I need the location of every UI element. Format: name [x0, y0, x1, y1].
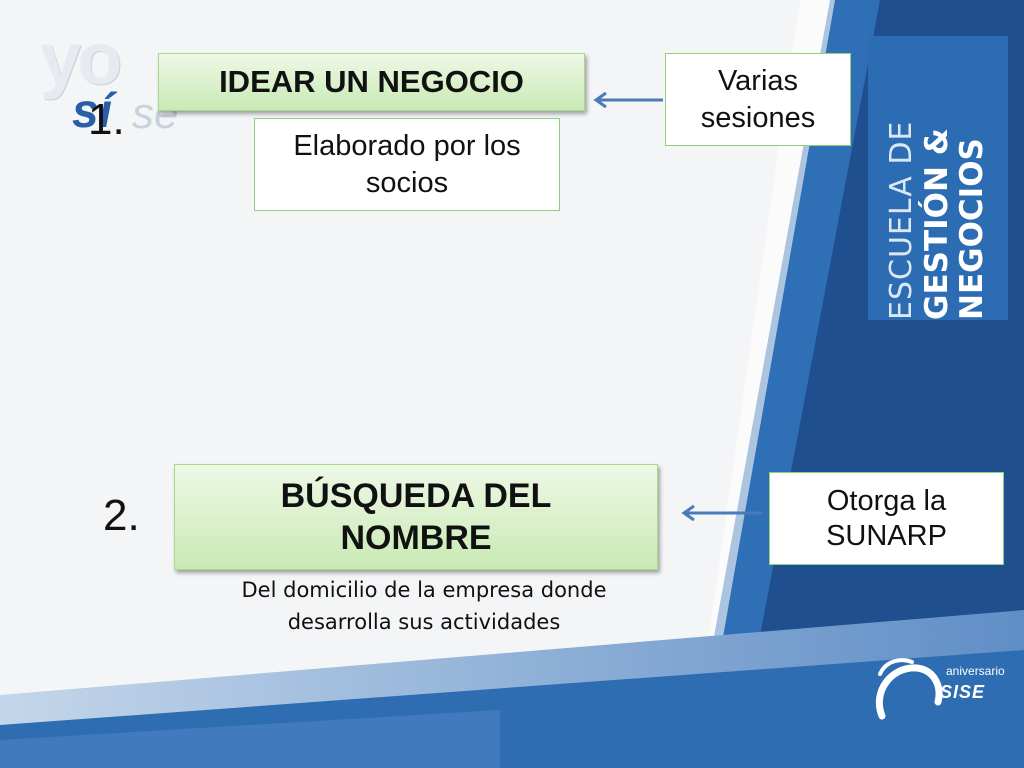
anniversary-logo-icon: [875, 658, 943, 720]
logo-yo: yo: [40, 17, 122, 100]
step-2-side-note-box: Otorga la SUNARP: [769, 472, 1004, 565]
step-2-number: 2.: [103, 491, 140, 540]
step-2-side-note: Otorga la SUNARP: [826, 484, 947, 552]
school-line-1: ESCUELA DE: [884, 120, 920, 320]
step-2-arrow-icon: [681, 504, 762, 522]
step-2-title: BÚSQUEDA DEL NOMBRE: [280, 476, 552, 558]
school-label: ESCUELA DE GESTIÓN & NEGOCIOS: [884, 36, 991, 320]
school-line-3: NEGOCIOS: [954, 138, 991, 320]
school-line-2: GESTIÓN &: [918, 128, 955, 320]
step-1-arrow-icon: [593, 91, 663, 109]
step-1-detail-box: Elaborado por los socios: [254, 118, 560, 211]
anniversary-label: aniversario: [946, 664, 1005, 678]
step-2-detail: Del domicilio de la empresa donde desarr…: [241, 578, 607, 634]
step-1-detail: Elaborado por los socios: [293, 130, 521, 199]
step-1-number: 1.: [88, 95, 125, 144]
step-1-side-note: Varias sesiones: [700, 65, 816, 134]
step-2-title-box: BÚSQUEDA DEL NOMBRE: [174, 464, 658, 570]
school-panel: [868, 36, 1008, 320]
anniversary-brand: SISE: [940, 682, 986, 702]
step-1-side-note-box: Varias sesiones: [665, 53, 851, 146]
step-1-title-box: IDEAR UN NEGOCIO: [158, 53, 585, 111]
logo-si: sí: [72, 85, 113, 138]
step-1-title: IDEAR UN NEGOCIO: [219, 64, 524, 99]
